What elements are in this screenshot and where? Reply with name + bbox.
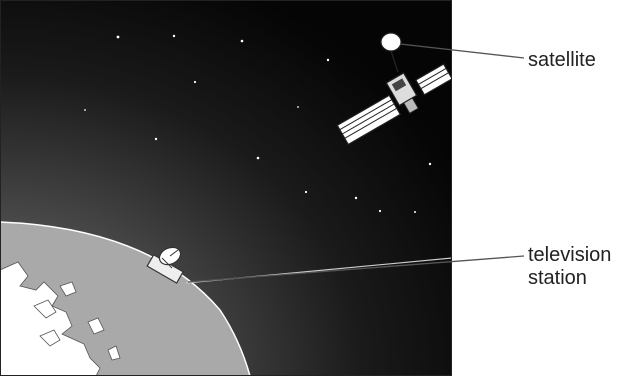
space-panel <box>0 0 452 376</box>
station-label-line1: television <box>528 244 611 266</box>
station-label-line2: station <box>528 267 587 289</box>
television-station-label: television station <box>528 244 617 289</box>
satellite-label: satellite <box>528 49 596 71</box>
